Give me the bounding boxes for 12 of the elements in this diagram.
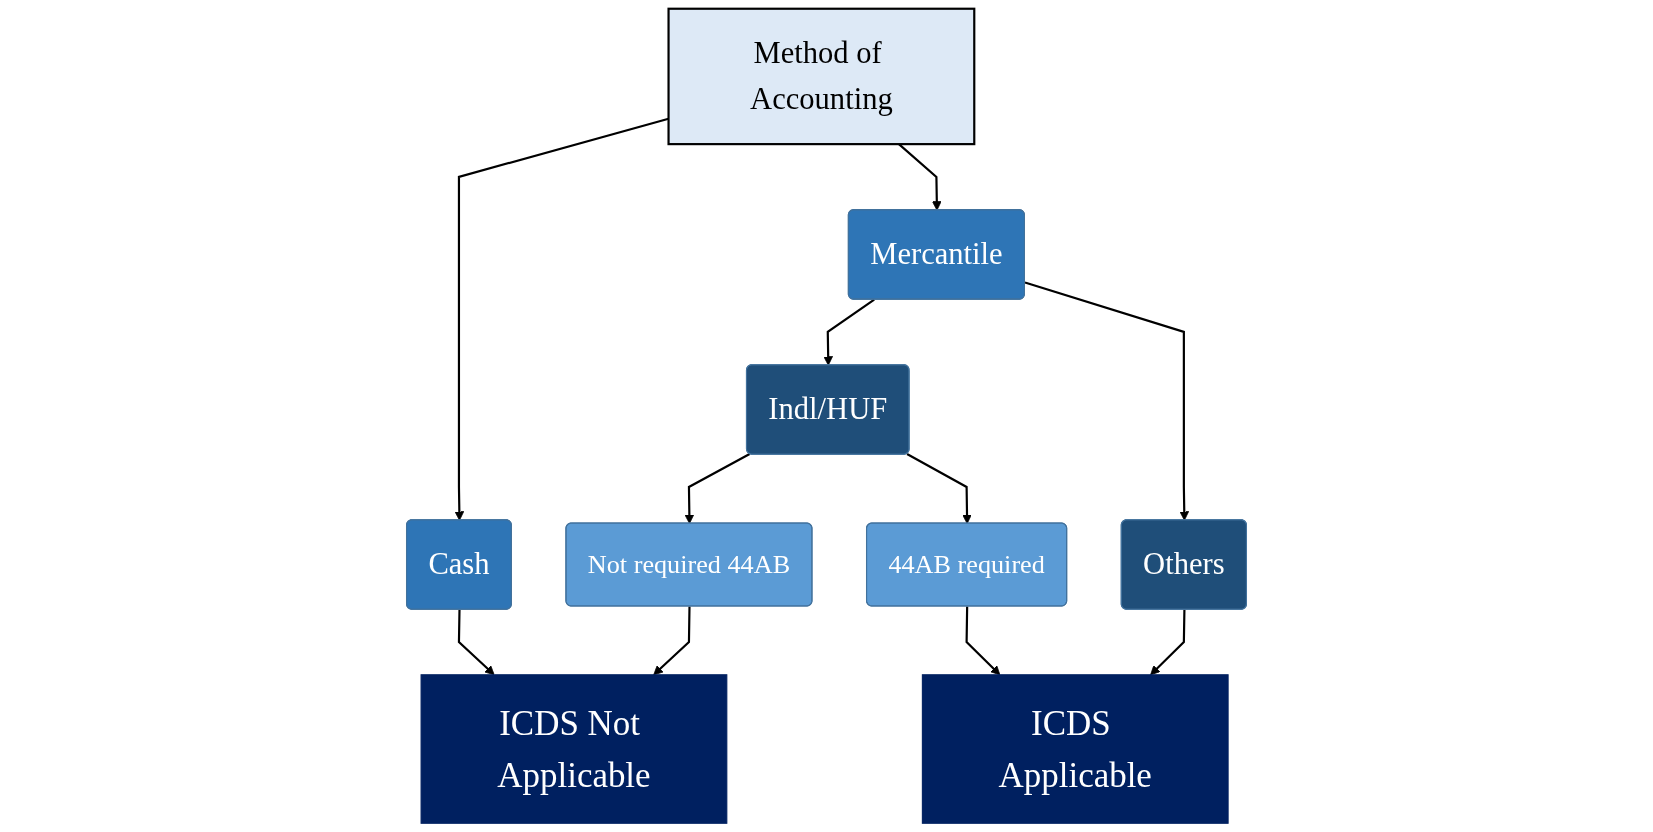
node-box: ICDS Applicable bbox=[921, 674, 1229, 824]
arrow bbox=[965, 606, 1001, 676]
arrow bbox=[684, 453, 751, 524]
arrow bbox=[454, 117, 669, 521]
arrow bbox=[823, 298, 875, 366]
arrow bbox=[1150, 609, 1186, 676]
arrow bbox=[653, 606, 691, 676]
node-box: ICDS Not Applicable bbox=[420, 674, 728, 824]
arrow bbox=[906, 453, 972, 524]
node-box: Method of Accounting bbox=[667, 7, 976, 146]
arrow bbox=[1024, 281, 1190, 521]
arrow bbox=[457, 609, 495, 676]
